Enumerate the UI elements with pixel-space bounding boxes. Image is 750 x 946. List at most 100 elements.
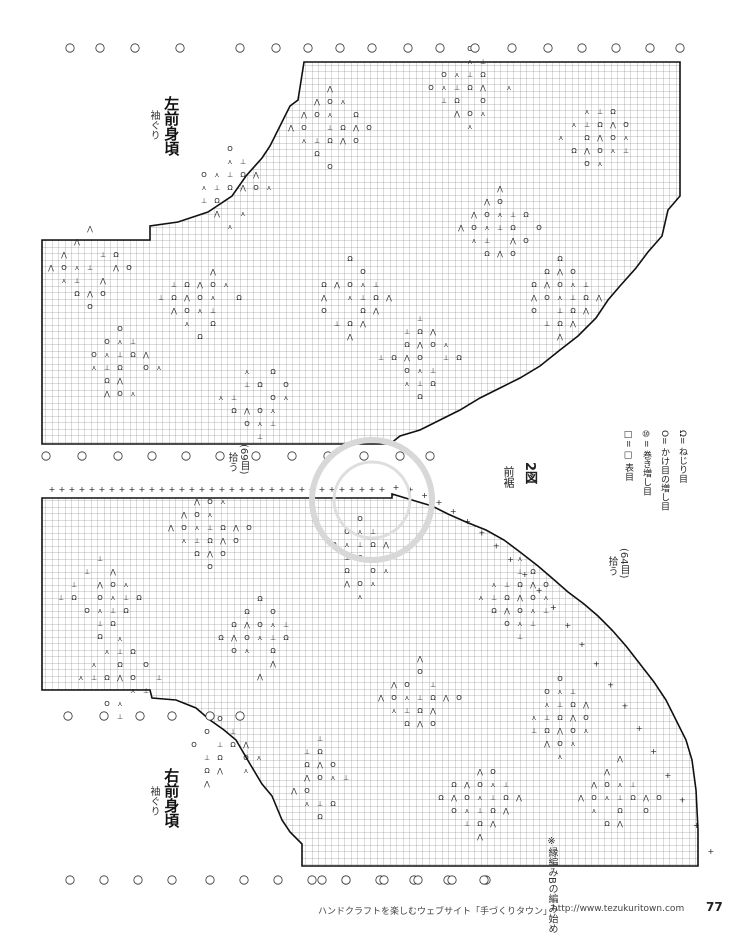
chart-stitch-symbol: ⊥ — [87, 264, 93, 272]
chart-stitch-symbol: Ω — [523, 211, 529, 219]
left-row-markers — [41, 43, 685, 461]
chart-stitch-symbol: O — [360, 268, 366, 276]
chart-stitch-symbol: ⊥ — [230, 728, 236, 736]
left-row-marker — [335, 43, 345, 53]
chart-stitch-symbol: ⊥ — [201, 197, 207, 205]
left-row-marker — [403, 43, 413, 53]
chart-stitch-symbol: ⋀ — [595, 294, 602, 302]
chart-stitch-symbol: ⋀ — [99, 277, 106, 285]
chart-stitch-symbol: ⊥ — [570, 294, 576, 302]
chart-stitch-symbol: ⋏ — [441, 84, 446, 92]
chart-stitch-symbol: Ω — [104, 674, 110, 682]
right-row-marker — [99, 711, 109, 721]
chart-stitch-symbol: Ω — [491, 607, 497, 615]
chart-stitch-symbol: ⋏ — [240, 210, 245, 218]
chart-stitch-symbol: O — [357, 580, 363, 588]
chart-stitch-symbol: ⊥ — [491, 594, 497, 602]
chart-stitch-symbol: ⊥ — [597, 108, 603, 116]
chart-stitch-symbol: Ω — [484, 250, 490, 258]
chart-stitch-symbol: ⊥ — [510, 211, 516, 219]
chart-stitch-symbol: ⋀ — [577, 794, 584, 802]
chart-stitch-symbol: ⋏ — [270, 407, 275, 415]
chart-stitch-symbol: ⊥ — [97, 620, 103, 628]
chart-stitch-symbol: ⋏ — [97, 607, 102, 615]
chart-stitch-symbol: Ω — [438, 794, 444, 802]
chart-stitch-symbol: O — [610, 134, 616, 142]
chart-stitch-symbol: ⊥ — [156, 674, 162, 682]
chart-stitch-symbol: ⊥ — [207, 524, 213, 532]
chart-stitch-symbol: O — [87, 303, 93, 311]
chart-stitch-symbol: O — [517, 607, 523, 615]
right-row-marker — [379, 875, 389, 885]
footer-url[interactable]: http://www.tezukuritown.com — [552, 904, 685, 914]
chart-stitch-symbol: ⋀ — [167, 524, 174, 532]
chart-stitch-symbol: Ω — [610, 108, 616, 116]
left-row-marker — [95, 43, 105, 53]
chart-stitch-symbol: ⋀ — [429, 328, 436, 336]
chart-stitch-symbol: O — [570, 727, 576, 735]
chart-stitch-symbol: ⋀ — [416, 655, 423, 663]
chart-stitch-symbol: ⋀ — [543, 281, 550, 289]
pickup-mark: + — [665, 771, 672, 780]
chart-stitch-symbol: ⋀ — [642, 794, 649, 802]
chart-stitch-symbol: ⋀ — [269, 660, 276, 668]
chart-stitch-symbol: Ω — [503, 794, 509, 802]
chart-stitch-symbol: Ω — [218, 634, 224, 642]
chart-stitch-symbol: ⋏ — [266, 184, 271, 192]
chart-stitch-symbol: Ω — [184, 281, 190, 289]
pickup-mark: + — [436, 498, 443, 507]
pickup-mark: + — [219, 485, 226, 494]
chart-stitch-symbol: O — [536, 224, 542, 232]
chart-stitch-symbol: O — [504, 620, 510, 628]
left-row-marker — [175, 43, 185, 53]
chart-stitch-symbol: O — [530, 594, 536, 602]
chart-stitch-symbol: ⋏ — [443, 341, 448, 349]
chart-stitch-symbol: ⋀ — [450, 794, 457, 802]
chart-stitch-symbol: O — [441, 71, 447, 79]
chart-stitch-symbol: Ω — [283, 634, 289, 642]
chart-stitch-symbol: ⊥ — [517, 568, 523, 576]
pickup-mark: + — [407, 486, 414, 495]
chart-stitch-symbol: ⋀ — [616, 755, 623, 763]
chart-stitch-symbol: ⋏ — [61, 277, 66, 285]
chart-stitch-symbol: ⋀ — [86, 290, 93, 298]
chart-stitch-symbol: ⋏ — [78, 674, 83, 682]
chart-stitch-symbol: ⋏ — [517, 555, 522, 563]
pickup-mark: + — [679, 796, 686, 805]
chart-stitch-symbol: O — [391, 694, 397, 702]
chart-stitch-symbol: ⋀ — [596, 134, 603, 142]
right-row-marker — [307, 875, 317, 885]
chart-stitch-symbol: ⋏ — [194, 524, 199, 532]
pickup-mark: + — [59, 485, 66, 494]
right-row-marker — [133, 875, 143, 885]
legend-row-cast-on: ⑩= 巻き増し目 — [641, 430, 651, 496]
pickup-mark: + — [319, 485, 326, 494]
chart-stitch-symbol: ⊥ — [158, 294, 164, 302]
chart-stitch-symbol: Ω — [327, 137, 333, 145]
chart-stitch-symbol: ⋏ — [340, 98, 345, 106]
chart-stitch-symbol: ⋀ — [339, 137, 346, 145]
chart-stitch-symbol: O — [181, 524, 187, 532]
chart-stitch-symbol: ⋀ — [47, 264, 54, 272]
chart-stitch-symbol: ⋀ — [346, 333, 353, 341]
legend-row-knit: □= □ 表目 — [623, 430, 633, 482]
chart-stitch-symbol: O — [570, 268, 576, 276]
right-front-subtitle: 袖ぐり — [148, 786, 159, 816]
chart-stitch-symbol: O — [428, 84, 434, 92]
chart-stitch-symbol: ⊥ — [104, 364, 110, 372]
chart-stitch-symbol: ⋏ — [360, 281, 365, 289]
chart-stitch-symbol: O — [604, 781, 610, 789]
chart-stitch-symbol: ⊥ — [143, 687, 149, 695]
chart-stitch-symbol: O — [143, 661, 149, 669]
chart-stitch-symbol: Ω — [630, 794, 636, 802]
chart-stitch-symbol: O — [220, 550, 226, 558]
chart-stitch-symbol: ⋏ — [404, 380, 409, 388]
left-pickup-action: 拾う — [226, 452, 237, 472]
pickup-mark: + — [149, 485, 156, 494]
chart-stitch-symbol: O — [417, 354, 423, 362]
chart-stitch-symbol: O — [246, 524, 252, 532]
chart-stitch-symbol: O — [471, 224, 477, 232]
chart-stitch-symbol: Ω — [330, 800, 336, 808]
chart-stitch-symbol: ⋏ — [584, 108, 589, 116]
pickup-mark: + — [349, 485, 356, 494]
